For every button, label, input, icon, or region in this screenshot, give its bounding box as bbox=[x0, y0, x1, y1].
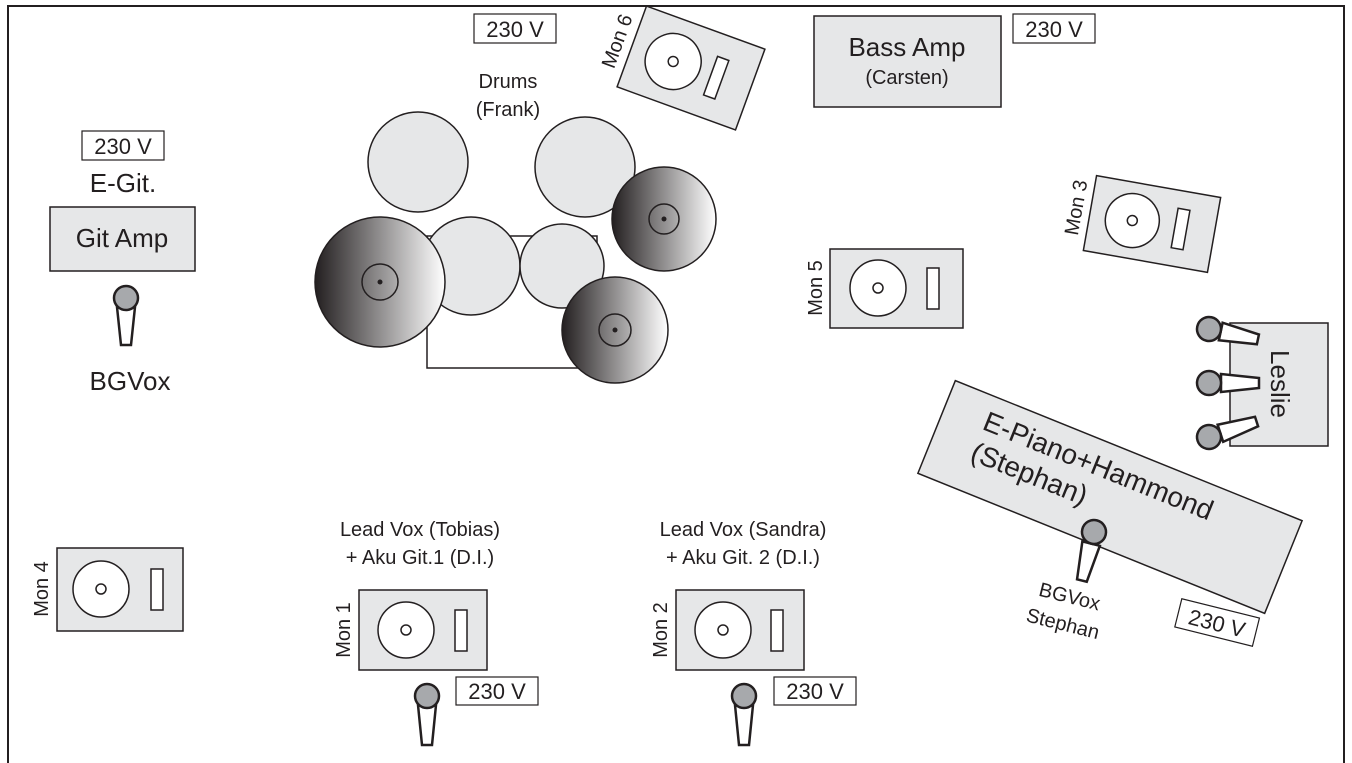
monitor-2: Mon 2 bbox=[650, 589, 805, 671]
keys-bgvox-label-group: BGVox Stephan bbox=[1024, 579, 1102, 644]
monitor-4-label: Mon 4 bbox=[31, 561, 53, 617]
bass-amp-player-label: (Carsten) bbox=[865, 67, 948, 89]
power-label-bass: 230 V bbox=[1025, 17, 1083, 42]
power-box-drums bbox=[473, 13, 557, 44]
drum-kit: Drums (Frank) bbox=[314, 71, 717, 384]
guitar-bgvox-mic bbox=[112, 284, 140, 347]
drums-player-label: (Frank) bbox=[476, 99, 540, 121]
tom-left bbox=[367, 111, 469, 213]
monitor-1: Mon 1 bbox=[333, 589, 488, 671]
cymbal-crash bbox=[314, 216, 446, 348]
monitor-2-label: Mon 2 bbox=[650, 602, 672, 658]
lead-sandra-sub-label: + Aku Git. 2 (D.I.) bbox=[666, 547, 820, 569]
lead-tobias-sub-label: + Aku Git.1 (D.I.) bbox=[346, 547, 494, 569]
cymbal-ride bbox=[561, 276, 669, 384]
monitor-6: Mon 6 bbox=[598, 5, 766, 131]
guitar-amp-label: Git Amp bbox=[76, 223, 168, 253]
power-box-bass bbox=[1012, 13, 1096, 44]
leslie-mic-middle bbox=[1195, 369, 1261, 397]
lead-tobias-mic bbox=[413, 682, 441, 747]
monitor-5-label: Mon 5 bbox=[805, 260, 827, 316]
bass-amp-label: Bass Amp bbox=[848, 32, 965, 62]
drums-label: Drums bbox=[479, 71, 538, 93]
keys-bgvox-mic bbox=[1075, 518, 1108, 584]
guitar-bgvox-label: BGVox bbox=[90, 366, 171, 396]
power-box-sandra bbox=[773, 676, 857, 706]
tom-right bbox=[534, 116, 636, 218]
power-box-tobias bbox=[455, 676, 539, 706]
stage-border bbox=[7, 5, 1345, 763]
leslie-mic-top bbox=[1195, 315, 1261, 346]
cymbal-hihat bbox=[611, 166, 717, 272]
lead-sandra-mic bbox=[730, 682, 758, 747]
power-label-guitar: 230 V bbox=[94, 134, 152, 159]
power-box-guitar bbox=[81, 130, 165, 161]
leslie-mic-bottom bbox=[1195, 415, 1260, 451]
monitor-5: Mon 5 bbox=[805, 248, 964, 329]
bass-amp: Bass Amp (Carsten) bbox=[813, 15, 1002, 108]
guitar-amp: Git Amp bbox=[49, 206, 196, 272]
power-label-drums: 230 V bbox=[486, 17, 544, 42]
power-label-tobias: 230 V bbox=[468, 679, 526, 704]
monitor-1-label: Mon 1 bbox=[333, 602, 355, 658]
leslie-label: Leslie bbox=[1265, 350, 1295, 418]
monitor-3: Mon 3 bbox=[1061, 174, 1222, 274]
power-label-sandra: 230 V bbox=[786, 679, 844, 704]
guitar-label: E-Git. bbox=[90, 168, 156, 198]
lead-sandra-label: Lead Vox (Sandra) bbox=[660, 519, 827, 541]
lead-tobias-label: Lead Vox (Tobias) bbox=[340, 519, 500, 541]
monitor-4: Mon 4 bbox=[31, 547, 184, 632]
